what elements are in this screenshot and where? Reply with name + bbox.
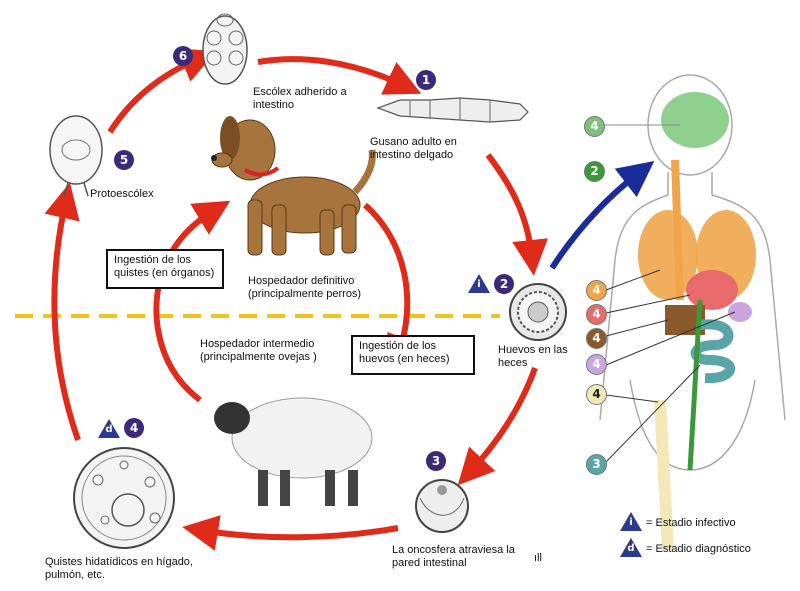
intermediate-host-label: Hospedador intermedio (principalmente ov… — [200, 338, 317, 363]
stage-5-label: Protoescólex — [90, 188, 154, 200]
arrow-2-to-3 — [457, 366, 538, 486]
sheep-drawing — [214, 397, 373, 506]
stage-1-badge: 1 — [416, 70, 436, 90]
dog-drawing — [211, 116, 376, 256]
legend-diagnostic-letter: d — [627, 543, 635, 554]
stage-3-label: La oncosfera atraviesa la pared intestin… — [392, 544, 515, 569]
stage-1-label: Gusano adulto en intestino delgado — [370, 136, 457, 161]
infective-triangle-icon: i — [468, 274, 490, 293]
scolex-drawing — [202, 13, 248, 85]
arrow-to-human — [549, 161, 655, 270]
stage-4-badge: 4 — [124, 418, 144, 438]
diagnostic-letter: d — [105, 424, 113, 435]
legend-diagnostic-text: = Estadio diagnóstico — [646, 543, 751, 555]
stage-6-badge: 6 — [173, 46, 193, 66]
arrow-sheep-to-dog — [153, 200, 231, 403]
legend-infective-icon: i — [620, 512, 642, 531]
adult-worm-drawing — [376, 97, 529, 123]
legend-infective-text: = Estadio infectivo — [646, 517, 736, 529]
legend-infective-letter: i — [629, 517, 633, 528]
definitive-host-label: Hospedador definitivo (principalmente pe… — [248, 275, 362, 300]
organ-badge-spleen: 4 — [586, 328, 607, 349]
organ-badge-liver: 4 — [586, 304, 607, 325]
oncosphere-drawing — [415, 479, 469, 533]
arrow-6-to-1 — [257, 56, 422, 95]
stage-2-badge: 2 — [494, 274, 514, 294]
infective-letter: i — [477, 279, 481, 290]
organ-badge-lungs: 4 — [586, 280, 607, 301]
diagnostic-triangle-icon: d — [98, 419, 120, 438]
stage-5-badge: 5 — [114, 150, 134, 170]
stage-4-label: Quistes hidatídicos en hígado, pulmón, e… — [45, 556, 193, 581]
organ-badge-brain: 4 — [584, 116, 605, 137]
stage-3-badge: 3 — [426, 451, 446, 471]
stray-mark: ıll — [534, 552, 542, 564]
arrow-5-to-6 — [107, 48, 217, 134]
arrow-4-to-5 — [44, 182, 81, 441]
hydatid-cyst-drawing — [73, 447, 175, 549]
stage-2-label: Huevos en las heces — [498, 344, 568, 369]
organ-badge-intestine: 3 — [586, 454, 607, 475]
egg-drawing — [509, 283, 567, 341]
human-body-drawing — [599, 74, 786, 551]
arrow-1-to-2 — [485, 153, 549, 276]
arrow-3-to-4 — [182, 515, 399, 551]
protoscolex-drawing — [49, 115, 103, 197]
stage-6-label: Escólex adherido a intestino — [253, 86, 347, 111]
legend-diagnostic-icon: d — [620, 538, 642, 557]
human-route-badge: 2 — [584, 161, 605, 182]
organ-badge-bone: 4 — [586, 384, 607, 405]
eggs-ingestion-box: Ingestión de los huevos (en heces) — [351, 335, 475, 375]
cysts-ingestion-box: Ingestión de los quistes (en órganos) — [106, 249, 224, 289]
organ-badge-kidney: 4 — [586, 354, 607, 375]
